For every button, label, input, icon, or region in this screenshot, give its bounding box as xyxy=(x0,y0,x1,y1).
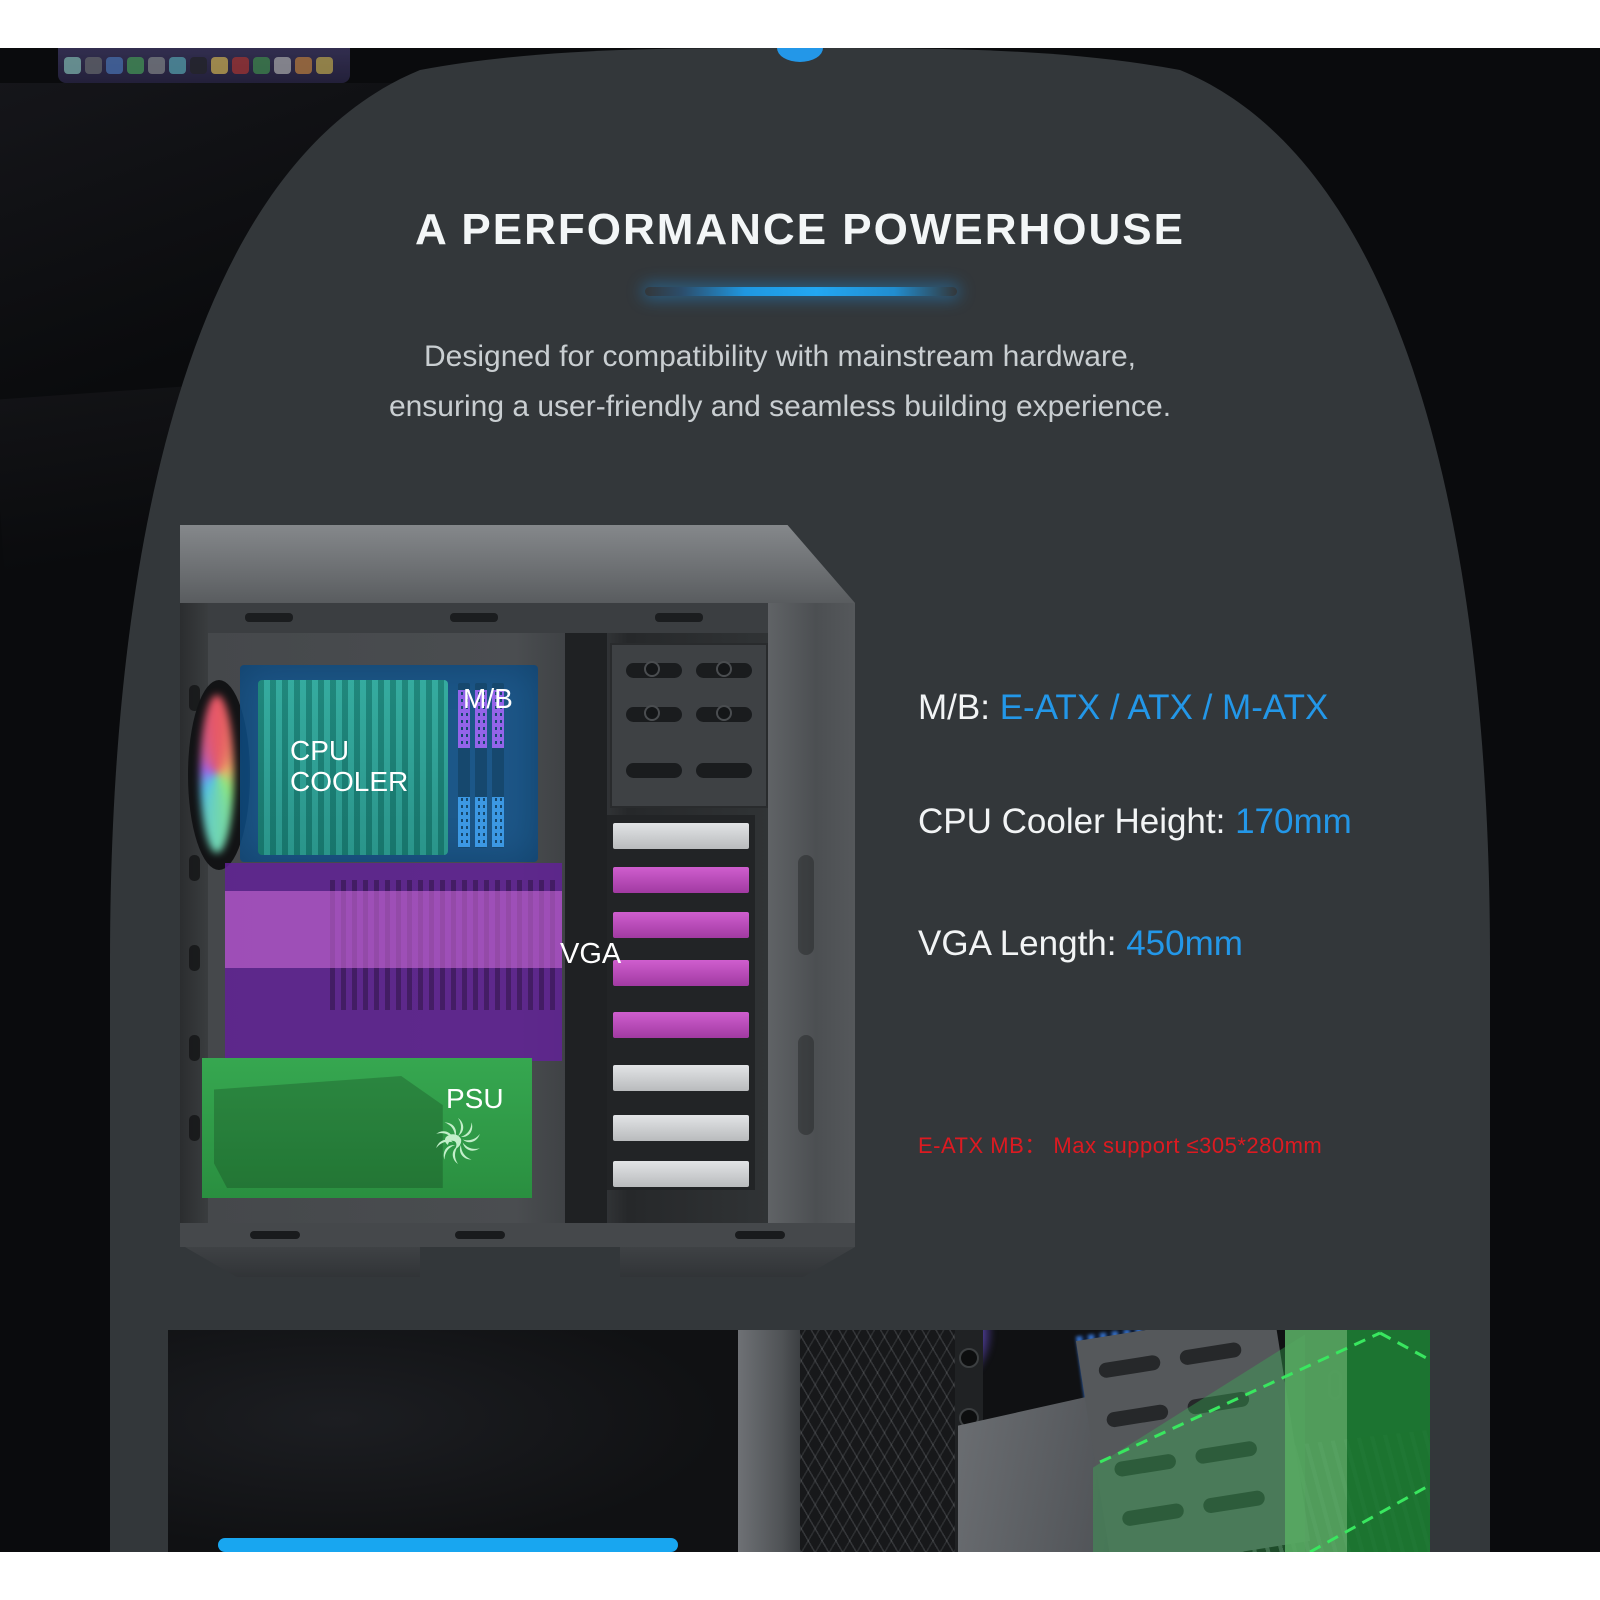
ram-led-grid xyxy=(492,797,504,847)
rail-cutout xyxy=(189,685,200,711)
thumbscrew-icon xyxy=(644,705,660,721)
spec-cpu-cooler: CPU Cooler Height: 170mm xyxy=(918,802,1538,842)
drive-bay-highlighted xyxy=(613,960,749,986)
dock-app-icon xyxy=(295,57,312,74)
dock-app-icon xyxy=(85,57,102,74)
bottom-blue-accent-bar xyxy=(218,1538,678,1552)
thumbscrew-icon xyxy=(716,661,732,677)
mb-label: M/B xyxy=(463,683,513,714)
spec-vga-length-value: 450mm xyxy=(1126,924,1243,963)
dock-app-icon xyxy=(106,57,123,74)
drive-bay-highlighted xyxy=(613,867,749,893)
drive-bay-highlighted xyxy=(613,1012,749,1038)
case-top-cap xyxy=(180,525,855,603)
dock-app-icon xyxy=(190,57,207,74)
drive-cage-panel xyxy=(610,643,768,808)
subtitle-line-2: ensuring a user-friendly and seamless bu… xyxy=(388,390,1172,423)
interior-divider xyxy=(565,633,607,1223)
spec-motherboard: M/B: E-ATX / ATX / M-ATX xyxy=(918,688,1538,728)
ram-led-grid xyxy=(458,797,470,847)
page-subtitle: Designed for compatibility with mainstre… xyxy=(0,332,1560,432)
bottom-white-bar xyxy=(0,1552,1600,1600)
wall-indent xyxy=(798,855,814,955)
drive-bay xyxy=(613,1161,749,1187)
rail-cutout xyxy=(189,855,200,881)
cpu-cooler-zone-overlay xyxy=(258,680,448,855)
spec-cpu-cooler-label: CPU Cooler Height: xyxy=(918,802,1236,841)
dock-app-icon xyxy=(127,57,144,74)
dock-app-icon xyxy=(64,57,81,74)
ram-led-grid xyxy=(475,797,487,847)
spec-vga-length-label: VGA Length: xyxy=(918,924,1127,963)
rail-cutout xyxy=(189,945,200,971)
cpu-cooler-label-line2: COOLER xyxy=(290,766,409,797)
vga-label: VGA xyxy=(560,938,622,970)
rail-slot xyxy=(735,1231,785,1239)
gamemax-lion-swirl-logo-icon xyxy=(436,1118,480,1164)
dock-app-icon xyxy=(253,57,270,74)
dock-app-icon xyxy=(211,57,228,74)
rail-slot xyxy=(455,1231,505,1239)
cpu-cooler-label: CPU COOLER xyxy=(290,735,408,797)
drive-bay-stack xyxy=(607,815,755,1190)
rail-slot xyxy=(450,613,498,622)
ram-led-grid xyxy=(458,690,470,748)
photo-shadow-gradient xyxy=(168,1330,728,1552)
case-cutaway-illustration: M/B CPU COOLER VGA PSU xyxy=(180,525,855,1277)
rail-cutout xyxy=(189,1115,200,1141)
bottom-interior-photo xyxy=(168,1330,1430,1552)
dock-app-icon xyxy=(232,57,249,74)
spec-cpu-cooler-value: 170mm xyxy=(1235,802,1352,841)
wall-indent xyxy=(798,1035,814,1135)
case-front-wall xyxy=(768,603,855,1223)
drive-bay xyxy=(613,1115,749,1141)
cage-vent xyxy=(626,763,682,778)
thumbscrew-icon xyxy=(716,705,732,721)
drive-bay-highlighted xyxy=(613,912,749,938)
spec-motherboard-label: M/B: xyxy=(918,688,1000,727)
psu-zone-overlay xyxy=(202,1058,532,1198)
clearance-dashed-lines xyxy=(1099,1331,1430,1552)
rail-slot xyxy=(245,613,293,622)
spec-motherboard-value: E-ATX / ATX / M-ATX xyxy=(999,688,1329,727)
eatx-support-note: E-ATX MB： Max support ≤305*280mm xyxy=(918,1133,1323,1158)
drive-bay xyxy=(613,823,749,849)
dock-app-icon xyxy=(316,57,333,74)
glow-divider xyxy=(645,287,957,296)
cpu-cooler-label-line1: CPU xyxy=(290,735,350,766)
psu-label: PSU xyxy=(446,1083,504,1114)
rail-slot xyxy=(250,1231,300,1239)
dock-app-icon xyxy=(169,57,186,74)
green-clearance-box-face xyxy=(1285,1330,1347,1552)
cage-vent xyxy=(696,763,752,778)
top-white-bar xyxy=(0,0,1600,48)
rail-cutout xyxy=(189,1035,200,1061)
green-clearance-box-side xyxy=(1347,1330,1430,1552)
thumbscrew-icon xyxy=(644,661,660,677)
vga-zone-highlight-stripe xyxy=(225,891,562,968)
page-title: A PERFORMANCE POWERHOUSE xyxy=(415,205,1185,254)
screw-icon xyxy=(959,1348,979,1368)
dock-app-icon xyxy=(148,57,165,74)
ram-led-grid xyxy=(492,690,504,748)
case-top-rail xyxy=(208,603,798,633)
drive-bay xyxy=(613,1065,749,1091)
ram-led-grid xyxy=(475,690,487,748)
dock-app-icon xyxy=(274,57,291,74)
spec-vga-length: VGA Length: 450mm xyxy=(918,924,1538,964)
hex-mesh-panel xyxy=(800,1330,955,1552)
blue-accent-dot-icon xyxy=(777,48,823,62)
psu-body-contour xyxy=(214,1076,443,1188)
monitor-dock-strip xyxy=(58,48,350,83)
subtitle-line-1: Designed for compatibility with mainstre… xyxy=(424,340,1136,373)
rail-slot xyxy=(655,613,703,622)
rgb-fan-glow xyxy=(200,695,234,853)
